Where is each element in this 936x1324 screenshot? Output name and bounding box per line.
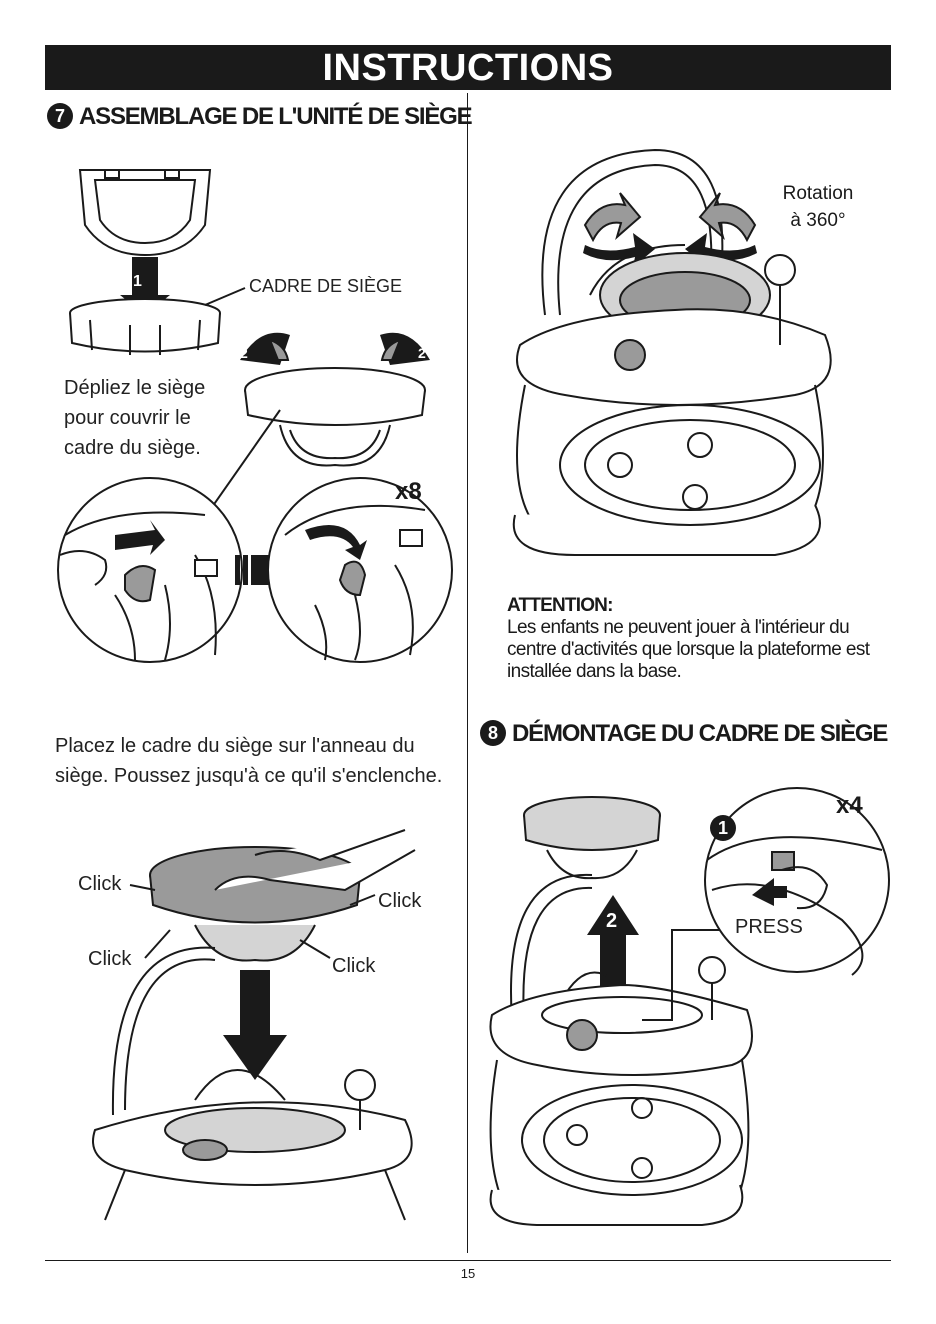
press-label: PRESS bbox=[735, 916, 803, 938]
rotation-label: Rotation à 360° bbox=[782, 183, 854, 231]
section-8-step-2-marker: 2 bbox=[606, 910, 618, 932]
place-instruction: Placez le cadre du siège sur l'anneau du… bbox=[55, 735, 443, 787]
zoom-leader bbox=[209, 409, 281, 511]
attention-text: Les enfants ne peuvent jouer à l'intérie… bbox=[507, 617, 870, 682]
section-7-number: 7 bbox=[47, 103, 73, 129]
step-2-marker-left: 2 bbox=[240, 345, 248, 361]
seat-frame-illustration bbox=[69, 169, 221, 355]
frame-label: CADRE DE SIÈGE bbox=[249, 276, 403, 296]
multiplier-x4: x4 bbox=[836, 792, 863, 819]
step-2-marker-right: 2 bbox=[418, 345, 426, 361]
step-1-marker: 1 bbox=[133, 273, 142, 290]
click-label-bottom-left: Click bbox=[88, 948, 132, 970]
frame-label-leader bbox=[204, 287, 246, 306]
multiplier-x8: x8 bbox=[395, 478, 422, 505]
unfold-seat-illustration bbox=[240, 332, 430, 467]
click-leaders bbox=[129, 884, 376, 959]
click-label-top-left: Click bbox=[78, 873, 122, 895]
section-7-title: ASSEMBLAGE DE L'UNITÉ DE SIÈGE bbox=[79, 103, 473, 130]
click-label-bottom-right: Click bbox=[332, 955, 376, 977]
section-8-step-1-marker: 1 bbox=[710, 815, 736, 841]
disassembly-illustration bbox=[489, 787, 890, 1226]
footer-rule bbox=[45, 1260, 891, 1261]
rotation-illustration bbox=[512, 148, 832, 556]
section-8-number: 8 bbox=[480, 720, 506, 746]
unfold-instruction: Dépliez le siège pour couvrir le cadre d… bbox=[64, 377, 206, 459]
page-number: 15 bbox=[460, 1266, 476, 1281]
detail-circles-illustration bbox=[57, 477, 453, 663]
placing-seat-illustration bbox=[92, 829, 416, 1221]
section-8-title: DÉMONTAGE DU CADRE DE SIÈGE bbox=[512, 720, 888, 747]
page-title: INSTRUCTIONS bbox=[45, 45, 891, 90]
click-label-top-right: Click bbox=[378, 890, 422, 912]
column-divider bbox=[467, 93, 468, 1253]
attention-title: ATTENTION: bbox=[507, 595, 613, 616]
